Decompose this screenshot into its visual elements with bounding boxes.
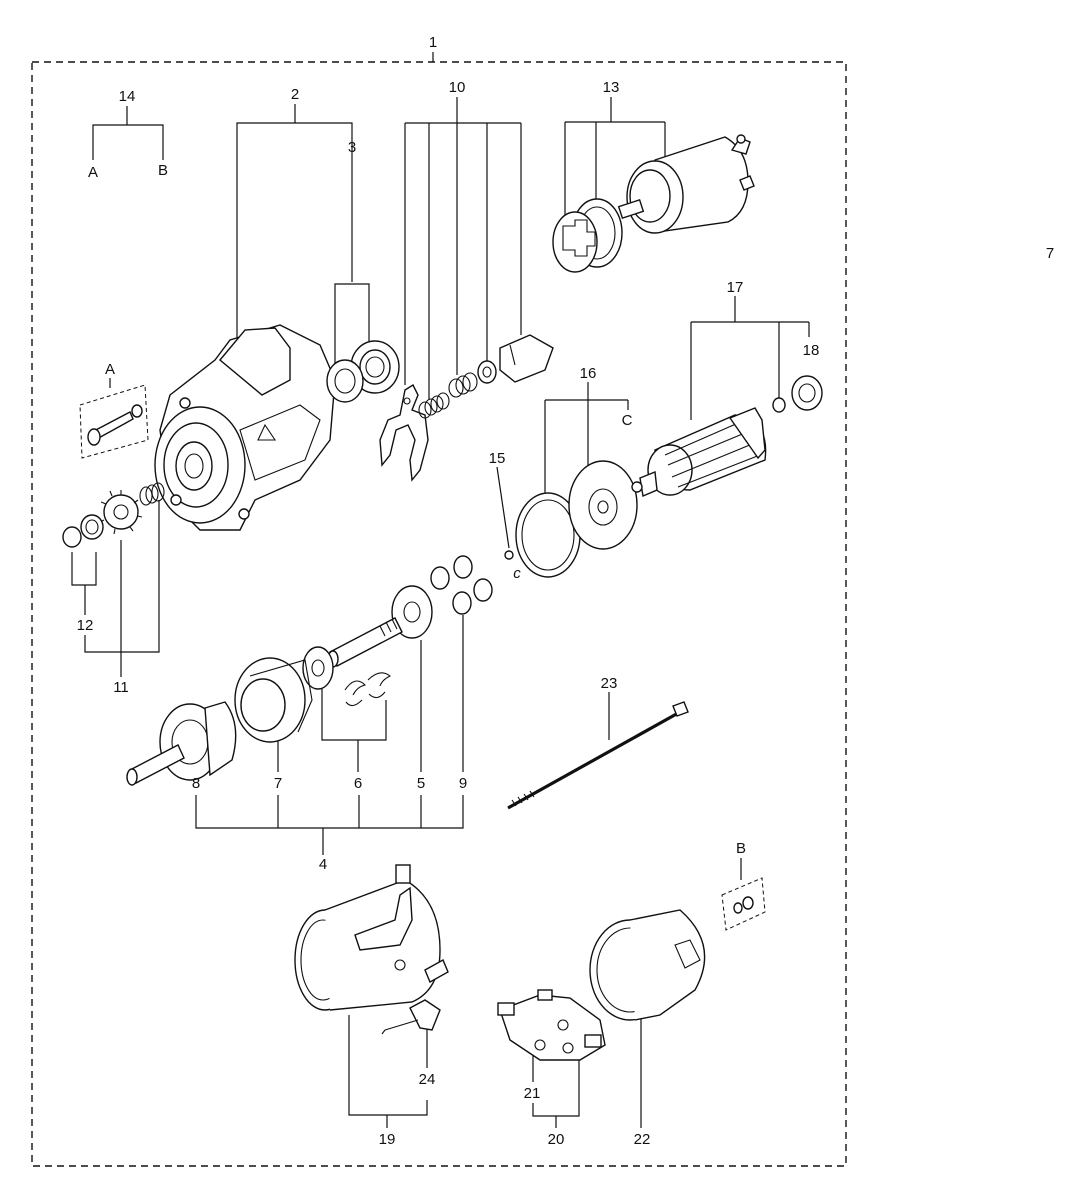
- label-2: 2: [291, 86, 299, 103]
- label-23: 23: [601, 675, 618, 692]
- ref-c-clip: c: [513, 565, 521, 582]
- rear-bearing: [791, 375, 823, 411]
- label-4: 4: [319, 856, 327, 873]
- label-9: 9: [459, 775, 467, 792]
- brush-holder: [497, 989, 606, 1061]
- oil-seal: [326, 359, 364, 403]
- through-bolt: [507, 701, 689, 810]
- yoke-assembly: [294, 864, 449, 1011]
- callout-labels: 1 2 3 4 5 6 7 8 9 10 11 12 13 14 15 16 1…: [77, 34, 1055, 1148]
- label-16: 16: [580, 365, 597, 382]
- label-13: 13: [603, 79, 620, 96]
- brush-lead: [381, 999, 441, 1035]
- solenoid-switch: [617, 134, 755, 234]
- ref-b-detail: B: [736, 840, 746, 857]
- front-housing: [154, 324, 336, 531]
- assembly-boundary: [31, 61, 847, 1167]
- label-17: 17: [727, 279, 744, 296]
- label-14: 14: [119, 88, 136, 105]
- pinion-gear: [99, 490, 143, 535]
- label-24: 24: [419, 1071, 436, 1088]
- ref-b-top: B: [158, 162, 168, 179]
- ref-a-top: A: [88, 164, 98, 181]
- label-20: 20: [548, 1131, 565, 1148]
- shaft-washer: [302, 646, 334, 690]
- lever-spring-seat: [448, 372, 478, 398]
- planetary-gears: [430, 555, 493, 615]
- armature: [631, 407, 767, 497]
- lever-rubber-block: [499, 334, 554, 383]
- detail-a-bolt: [79, 384, 149, 459]
- planetary-shaft: [327, 585, 433, 668]
- label-1: 1: [429, 34, 437, 51]
- overrunning-clutch: [126, 701, 237, 786]
- label-8: 8: [192, 775, 200, 792]
- rear-end-cover: [589, 909, 706, 1021]
- label-11: 11: [113, 679, 129, 696]
- snap-rings: [62, 514, 104, 548]
- lever-spring: [418, 392, 450, 419]
- lever-washer: [477, 360, 497, 384]
- ref-a-detail: A: [105, 361, 115, 378]
- label-3: 3: [348, 139, 356, 156]
- armature-washer: [772, 397, 786, 413]
- label-15: 15: [489, 450, 506, 467]
- retaining-clips: [344, 672, 392, 707]
- label-5: 5: [417, 775, 425, 792]
- solenoid-gasket: [552, 198, 623, 273]
- page-number: 7: [1046, 245, 1054, 262]
- internal-gear-case: [234, 657, 313, 743]
- gear-spring: [139, 482, 165, 506]
- label-10: 10: [449, 79, 466, 96]
- ref-c: C: [622, 412, 633, 429]
- label-6: 6: [354, 775, 362, 792]
- label-21: 21: [524, 1085, 541, 1102]
- housing-seal-ring: [515, 492, 581, 578]
- label-7: 7: [274, 775, 282, 792]
- steel-ball: [504, 550, 514, 560]
- label-12: 12: [77, 617, 94, 634]
- shift-lever: [379, 383, 429, 482]
- detail-b-screw: [721, 877, 766, 931]
- center-plate: [568, 460, 638, 550]
- label-19: 19: [379, 1131, 396, 1148]
- label-22: 22: [634, 1131, 651, 1148]
- label-18: 18: [803, 342, 820, 359]
